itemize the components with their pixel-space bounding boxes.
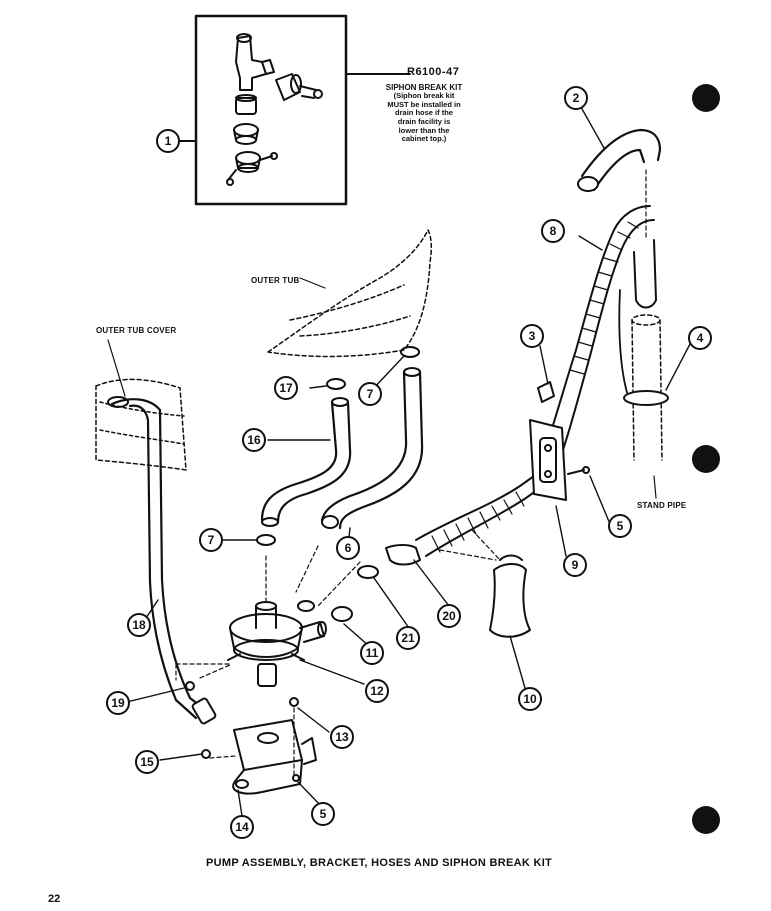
outer-tub-outline — [267, 229, 433, 358]
callout-20: 20 — [437, 604, 461, 628]
kit-parts — [226, 33, 323, 186]
callout-16: 16 — [242, 428, 266, 452]
callout-4: 4 — [688, 326, 712, 350]
callout-6: 6 — [336, 536, 360, 560]
callout-19: 19 — [106, 691, 130, 715]
kit-note-line-1: (Siphon break kit — [393, 91, 455, 101]
callout-10: 10 — [518, 687, 542, 711]
hose-elbow-2 — [580, 128, 662, 192]
callout-14: 14 — [230, 815, 254, 839]
kit-note-block: SIPHON BREAK KIT (Siphon break kit MUST … — [368, 83, 480, 144]
kit-box — [194, 14, 348, 206]
callout-9: 9 — [563, 553, 587, 577]
kit-note-line-2: MUST be installed in — [387, 99, 461, 109]
callout-18: 18 — [127, 613, 151, 637]
callout-3: 3 — [520, 324, 544, 348]
callout-15: 15 — [135, 750, 159, 774]
outer-tub-cover-outline — [95, 378, 187, 471]
bracket-plate-9 — [529, 419, 567, 501]
callout-5-upper: 5 — [608, 514, 632, 538]
kit-note-line-6: cabinet top.) — [401, 134, 447, 144]
hose-6 — [320, 370, 424, 530]
stand-pipe-outline — [631, 314, 663, 461]
callout-11: 11 — [360, 641, 384, 665]
label-stand-pipe: STAND PIPE — [637, 501, 687, 510]
hose-18 — [110, 398, 210, 720]
kit-note-line-3: drain hose if the — [395, 108, 453, 118]
callout-17: 17 — [274, 376, 298, 400]
callout-8: 8 — [541, 219, 565, 243]
callout-7-lower: 7 — [199, 528, 223, 552]
cover-10 — [489, 563, 531, 638]
callout-21: 21 — [396, 626, 420, 650]
page-number: 22 — [48, 893, 61, 905]
label-outer-tub-cover: OUTER TUB COVER — [96, 326, 177, 335]
kit-note-line-5: lower than the — [398, 125, 450, 135]
binder-hole-2 — [692, 445, 720, 473]
kit-note-line-4: drain facility is — [397, 117, 451, 127]
label-outer-tub: OUTER TUB — [251, 276, 300, 285]
kit-part-number: R6100-47 — [407, 66, 460, 78]
drain-hose-lower — [415, 475, 541, 557]
callout-2: 2 — [564, 86, 588, 110]
callout-7-upper: 7 — [358, 382, 382, 406]
kit-title: SIPHON BREAK KIT — [385, 83, 463, 92]
callout-12: 12 — [365, 679, 389, 703]
callout-5-lower: 5 — [311, 802, 335, 826]
pump-assembly — [227, 601, 327, 687]
callout-1: 1 — [156, 129, 180, 153]
callout-13: 13 — [330, 725, 354, 749]
binder-hole-1 — [692, 84, 720, 112]
hose-16 — [260, 400, 352, 524]
pump-bracket-14 — [232, 719, 317, 795]
figure-caption: PUMP ASSEMBLY, BRACKET, HOSES AND SIPHON… — [206, 857, 553, 869]
binder-hole-3 — [692, 806, 720, 834]
